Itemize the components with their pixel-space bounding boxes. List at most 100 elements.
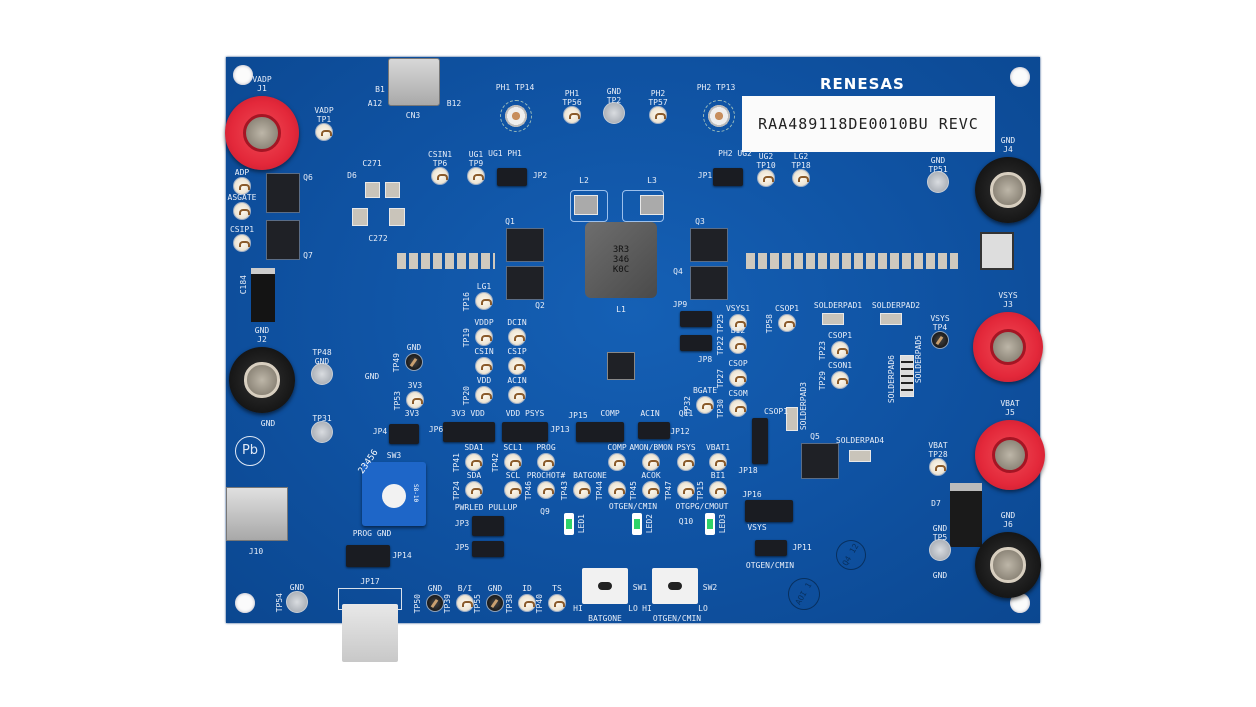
test-point-ph2-tp13[interactable]: [703, 100, 735, 132]
test-point-tp31[interactable]: [311, 421, 333, 443]
switch-knob[interactable]: [668, 582, 682, 590]
binding-post-j6[interactable]: [975, 532, 1041, 598]
binding-post-j2[interactable]: [229, 347, 295, 413]
test-point-dcin[interactable]: [508, 328, 526, 346]
test-point-vbat[interactable]: [929, 458, 947, 476]
test-point-prog[interactable]: [537, 453, 555, 471]
jumper-jp13[interactable]: [502, 422, 548, 442]
binding-post-j3[interactable]: [973, 312, 1043, 382]
test-point-csop1[interactable]: [831, 341, 849, 359]
test-point-gnd[interactable]: [603, 102, 625, 124]
test-point-bi2[interactable]: [729, 336, 747, 354]
test-point-ph1[interactable]: [563, 106, 581, 124]
binding-post-j4[interactable]: [975, 157, 1041, 223]
jumper-jp1[interactable]: [713, 168, 743, 186]
test-point-batgone[interactable]: [573, 481, 591, 499]
test-point-comp[interactable]: [608, 453, 626, 471]
test-point-gnd[interactable]: [927, 171, 949, 193]
test-point-vsys[interactable]: [931, 331, 949, 349]
post-terminal: [242, 113, 282, 153]
test-point-ph1-tp14[interactable]: [500, 100, 532, 132]
test-point-label: TP48: [312, 348, 332, 357]
test-point-psys[interactable]: [677, 453, 695, 471]
hi-label: HI: [642, 604, 652, 613]
test-point-adp[interactable]: [233, 177, 251, 195]
mini-usb-j10[interactable]: [226, 487, 288, 541]
test-point-amon-bmon[interactable]: [642, 453, 660, 471]
test-point-sda1[interactable]: [465, 453, 483, 471]
test-point-vsys1[interactable]: [729, 314, 747, 332]
jumper-jp8[interactable]: [680, 335, 712, 351]
jumper-jp3[interactable]: [472, 516, 504, 536]
test-point-csop[interactable]: [729, 369, 747, 387]
jumper-jp15[interactable]: [576, 422, 624, 442]
mosfet-q1: [506, 228, 544, 262]
test-point-csip[interactable]: [508, 357, 526, 375]
test-point-id[interactable]: [518, 594, 536, 612]
test-point-vadp[interactable]: [315, 123, 333, 141]
jumper-jp12[interactable]: [638, 422, 670, 439]
jumper-jp6[interactable]: [443, 422, 495, 442]
test-point-csin1[interactable]: [431, 167, 449, 185]
switch-knob[interactable]: [598, 582, 612, 590]
jumper-ref-label: JP6: [428, 425, 444, 434]
inductor-marking: 3R3: [612, 245, 630, 255]
connector-jp17[interactable]: [342, 604, 398, 662]
test-point-ref: TP32: [683, 396, 692, 416]
test-point-bi1[interactable]: [709, 481, 727, 499]
test-point-gnd[interactable]: [426, 594, 444, 612]
test-point-acin[interactable]: [508, 386, 526, 404]
jumper-ref-label: JP16: [742, 490, 762, 499]
jumper-jp18[interactable]: [752, 418, 768, 464]
test-point-csin[interactable]: [475, 357, 493, 375]
test-point-gnd[interactable]: [929, 539, 951, 561]
slide-switch-sw2[interactable]: [652, 568, 698, 604]
test-point-gnd[interactable]: [405, 353, 423, 371]
test-point-vddp[interactable]: [475, 328, 493, 346]
jumper-function-label: PWRLED PULLUP: [454, 503, 518, 512]
test-point-ph2[interactable]: [649, 106, 667, 124]
test-point-ug1[interactable]: [467, 167, 485, 185]
jumper-jp14[interactable]: [346, 545, 390, 567]
jumper-jp4[interactable]: [389, 424, 419, 444]
test-point-vbat1[interactable]: [709, 453, 727, 471]
test-point-vdd[interactable]: [475, 386, 493, 404]
test-point-prochot-[interactable]: [537, 481, 555, 499]
rotary-switch-sw3[interactable]: 23456 S8-10: [357, 448, 426, 526]
test-point-label: CSON1: [827, 361, 853, 370]
jumper-function-label: 3V3 VDD: [451, 409, 485, 418]
test-point-label: VSYS1: [725, 304, 751, 313]
test-point-acok[interactable]: [642, 481, 660, 499]
test-point-asgate[interactable]: [233, 202, 251, 220]
test-point-csip1[interactable]: [233, 234, 251, 252]
test-point-ts[interactable]: [548, 594, 566, 612]
test-point-csom[interactable]: [729, 399, 747, 417]
binding-post-j5[interactable]: [975, 420, 1045, 490]
test-point-lg2[interactable]: [792, 169, 810, 187]
test-point-bgate[interactable]: [696, 396, 714, 414]
test-point-csop1[interactable]: [778, 314, 796, 332]
test-point-otgen-cmin[interactable]: [608, 481, 626, 499]
test-point-gnd[interactable]: [486, 594, 504, 612]
jumper-jp5[interactable]: [472, 541, 504, 557]
jumper-jp16[interactable]: [745, 500, 793, 522]
test-point-ref: TP54: [275, 593, 284, 613]
test-point-otgpg-cmout[interactable]: [677, 481, 695, 499]
test-point-cson1[interactable]: [831, 371, 849, 389]
jumper-jp11[interactable]: [755, 540, 787, 556]
test-point-scl[interactable]: [504, 481, 522, 499]
test-point-tp48[interactable]: [311, 363, 333, 385]
test-point-scl1[interactable]: [504, 453, 522, 471]
slide-switch-sw1[interactable]: [582, 568, 628, 604]
usb-c-connector[interactable]: [388, 58, 440, 106]
binding-post-j1[interactable]: [225, 96, 299, 170]
jumper-jp2[interactable]: [497, 168, 527, 186]
test-point-ug2[interactable]: [757, 169, 775, 187]
test-point-b-i[interactable]: [456, 594, 474, 612]
test-point-sda[interactable]: [465, 481, 483, 499]
test-point-3v3[interactable]: [406, 391, 424, 409]
test-point-lg1[interactable]: [475, 292, 493, 310]
test-point-gnd[interactable]: [286, 591, 308, 613]
rotary-knob[interactable]: [382, 484, 406, 508]
jumper-jp9[interactable]: [680, 311, 712, 327]
